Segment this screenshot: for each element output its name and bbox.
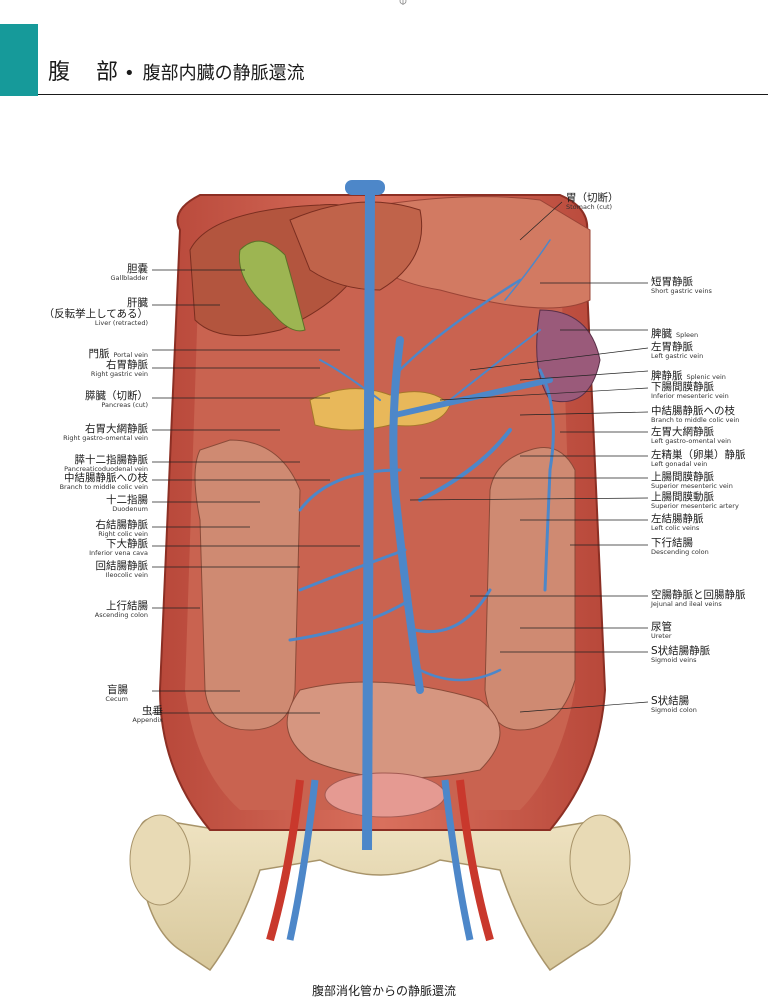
label-duodenum: 十二指腸 Duodenum xyxy=(106,494,148,514)
label-stomach: 胃（切断） Stomach (cut) xyxy=(566,192,619,212)
label-left-gonadal-vein: 左精巣（卵巣）静脈 Left gonadal vein xyxy=(651,449,746,469)
label-liver: 肝臓 （反転挙上してある） Liver (retracted) xyxy=(43,297,148,328)
title-main: 腹 部 xyxy=(48,60,121,85)
label-right-gastro-omental-vein: 右胃大網静脈 Right gastro-omental vein xyxy=(63,423,148,443)
page-title: 腹 部•腹部内臓の静脈還流 xyxy=(48,54,305,86)
abdominal-venous-drainage-illustration xyxy=(129,180,631,972)
label-gallbladder: 胆嚢 Gallbladder xyxy=(110,263,148,283)
label-sigmoid-veins: S状結腸静脈 Sigmoid veins xyxy=(651,645,711,665)
label-jejunal-ileal-veins: 空腸静脈と回腸静脈 Jejunal and ileal veins xyxy=(651,589,746,609)
label-descending-colon: 下行結腸 Descending colon xyxy=(651,537,709,557)
header-rule xyxy=(38,94,768,95)
label-inferior-mesenteric-vein: 下腸間膜静脈 Inferior mesenteric vein xyxy=(651,381,729,401)
label-ureter: 尿管 Ureter xyxy=(651,621,672,641)
title-bullet: • xyxy=(124,63,137,84)
label-right-gastric-vein: 右胃静脈 Right gastric vein xyxy=(90,359,148,379)
label-superior-mesenteric-artery: 上腸間膜動脈 Superior mesenteric artery xyxy=(651,491,739,511)
label-superior-mesenteric-vein: 上腸間膜静脈 Superior mesenteric vein xyxy=(651,471,733,491)
label-left-gastric-vein: 左胃静脈 Left gastric vein xyxy=(651,341,704,361)
label-pancreaticoduodenal-vein: 膵十二指腸静脈 Pancreaticoduodenal vein xyxy=(64,454,148,474)
label-cecum: 盲腸 Cecum xyxy=(105,684,128,704)
title-subtitle: 腹部内臓の静脈還流 xyxy=(142,63,305,84)
label-left-gastro-omental-vein: 左胃大網静脈 Left gastro-omental vein xyxy=(651,426,732,446)
label-ascending-colon: 上行結腸 Ascending colon xyxy=(94,600,148,620)
label-ileocolic-vein: 回結腸静脈 Ileocolic vein xyxy=(95,560,149,580)
label-pancreas: 膵臓（切断） Pancreas (cut) xyxy=(85,390,148,410)
label-short-gastric-veins: 短胃静脈 Short gastric veins xyxy=(651,276,712,296)
figure-caption: 腹部消化管からの静脈還流 xyxy=(311,984,456,998)
label-inferior-vena-cava: 下大静脈 Inferior vena cava xyxy=(89,538,148,558)
label-sigmoid-colon: S状結腸 Sigmoid colon xyxy=(651,695,697,715)
label-branch-middle-colic-left: 中結腸静脈への枝 Branch to middle colic vein xyxy=(59,472,148,492)
pelvis xyxy=(136,817,627,972)
header-accent-tab xyxy=(0,24,38,96)
label-right-colic-vein: 右結腸静脈 Right colic vein xyxy=(95,519,149,539)
registration-mark-icon xyxy=(399,0,407,5)
label-appendix: 虫垂 Appendix xyxy=(132,705,163,725)
label-left-colic-veins: 左結腸静脈 Left colic veins xyxy=(651,513,704,533)
gallbladder xyxy=(238,240,306,332)
label-branch-middle-colic-right: 中結腸静脈への枝 Branch to middle colic vein xyxy=(651,405,740,425)
